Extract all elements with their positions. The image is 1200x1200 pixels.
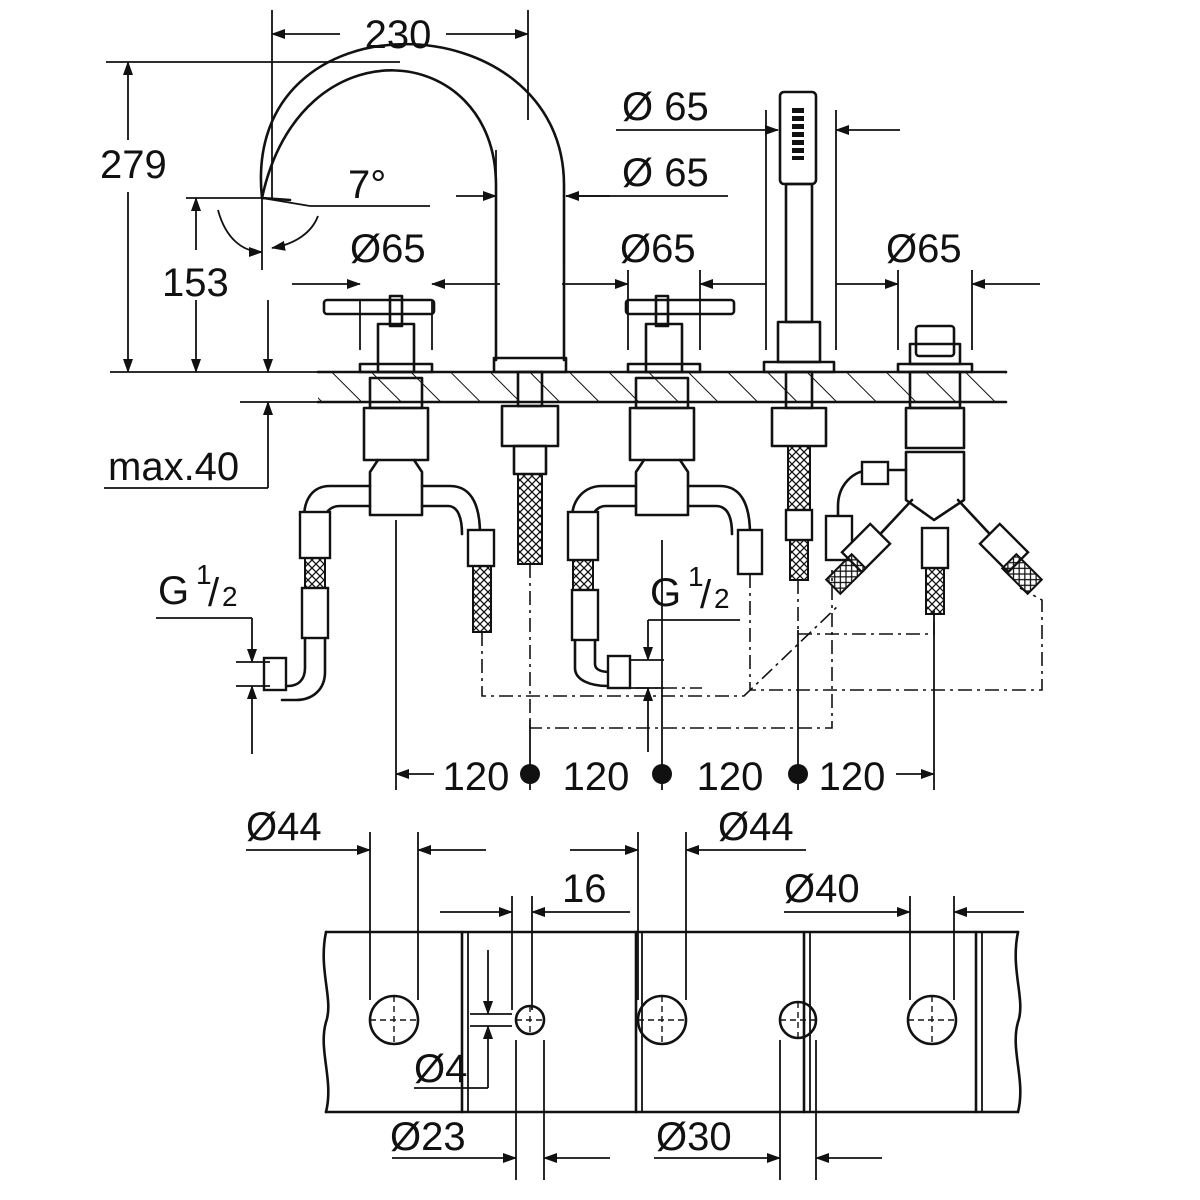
- spacing-1-label: 120: [443, 755, 510, 799]
- dim-left-o65: Ø65: [292, 227, 500, 350]
- shower-o65-label: Ø 65: [622, 85, 709, 129]
- o30-label: Ø30: [656, 1115, 732, 1159]
- thread-left-g: G: [158, 569, 189, 613]
- under-deck-left: [262, 376, 496, 702]
- dim-279: 279: [100, 61, 400, 373]
- connection-paths: [481, 564, 1043, 729]
- spout-o65-label: Ø 65: [622, 151, 709, 195]
- under-deck-mid: [566, 376, 764, 690]
- dim-o44-mid: Ø44: [570, 805, 806, 1000]
- cutout-plan: [322, 930, 1022, 1114]
- o4-label: Ø4: [414, 1047, 467, 1091]
- o40-label: Ø40: [784, 867, 860, 911]
- dim-230: 230: [271, 10, 529, 200]
- thread-mid-slash: /: [700, 573, 712, 617]
- angle-label: 7°: [348, 163, 386, 207]
- dim-shower-o65: Ø 65: [616, 85, 900, 350]
- dim-mid-o65: Ø65: [562, 227, 766, 350]
- dim-153-label: 153: [162, 261, 229, 305]
- dim-o4: Ø4: [414, 950, 512, 1091]
- left-valve-handle: [322, 294, 436, 374]
- dim-max40: max.40: [104, 401, 273, 489]
- spacing-3-label: 120: [697, 755, 764, 799]
- thread-left-num: 1: [196, 559, 212, 590]
- o23-label: Ø23: [390, 1115, 466, 1159]
- dim-thread-left: G 1 / 2: [156, 559, 270, 754]
- under-deck-diverter: [824, 370, 1044, 615]
- spacing-4-label: 120: [819, 755, 886, 799]
- dim-120-row: 120 120 120 120: [395, 520, 935, 799]
- mid-valve-handle: [624, 294, 736, 374]
- max40-label: max.40: [108, 445, 239, 489]
- thread-mid-g: G: [650, 571, 681, 615]
- dim-spout-o65: Ø 65: [456, 150, 728, 270]
- thread-left-slash: /: [208, 571, 220, 615]
- dim-279-label: 279: [100, 143, 167, 187]
- thread-left-den: 2: [222, 581, 238, 612]
- dim-153: 153: [162, 197, 273, 373]
- dim-o40: Ø40: [784, 867, 1024, 1000]
- dim-7-degree: 7°: [217, 163, 430, 257]
- thread-mid-num: 1: [688, 561, 704, 592]
- left-o65-label: Ø65: [350, 227, 426, 271]
- spacing-2-label: 120: [563, 755, 630, 799]
- under-deck-spout-hose: [500, 370, 560, 565]
- deck-slab: [110, 370, 1008, 404]
- offset-16-label: 16: [562, 867, 607, 911]
- under-deck-shower-hose: [770, 370, 828, 581]
- o44-left-label: Ø44: [246, 805, 322, 849]
- mid-o65-label: Ø65: [620, 227, 696, 271]
- dim-o23: Ø23: [390, 1040, 610, 1180]
- dim-16: 16: [440, 867, 630, 1010]
- diverter-o65-label: Ø65: [886, 227, 962, 271]
- dim-diverter-o65: Ø65: [836, 227, 1040, 350]
- thread-mid-den: 2: [714, 583, 730, 614]
- diverter-knob: [896, 324, 974, 374]
- dim-o30: Ø30: [654, 1040, 882, 1180]
- dim-o44-left: Ø44: [246, 805, 486, 1000]
- dim-thread-mid: G 1 / 2: [630, 561, 740, 752]
- hand-shower: [762, 90, 836, 374]
- dim-230-label: 230: [365, 13, 432, 57]
- o44-mid-label: Ø44: [718, 805, 794, 849]
